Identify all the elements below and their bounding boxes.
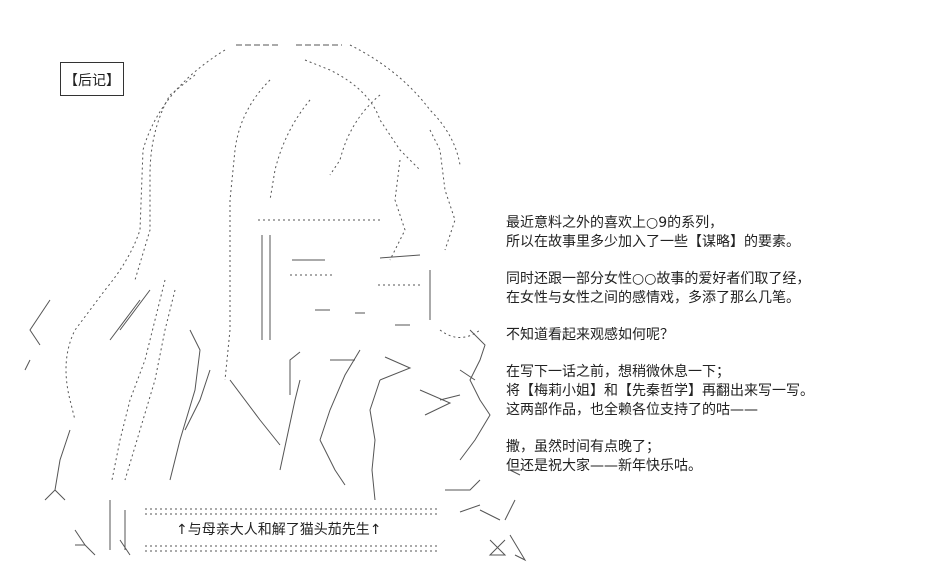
afterword-notes: 最近意料之外的喜欢上○9的系列， 所以在故事里多少加入了一些【谋略】的要素。 同… [506,214,814,476]
note-line: 这两部作品，也全赖各位支持了的咕—— [506,402,758,418]
note-line: 在女性与女性之间的感情戏，多添了那么几笔。 [506,290,800,306]
note-line: 将【梅莉小姐】和【先秦哲学】再翻出来写一写。 [506,383,814,399]
note-line: 在写下一话之前，想稍微休息一下； [506,364,730,380]
afterword-title: 【后记】 [64,73,120,89]
note-line: 但还是祝大家——新年快乐咕。 [506,458,702,474]
afterword-title-box: 【后记】 [60,62,124,96]
note-line: 撒，虽然时间有点晚了； [506,439,660,455]
note-line: 不知道看起来观感如何呢？ [506,327,674,343]
note-line: 所以在故事里多少加入了一些【谋略】的要素。 [506,234,800,250]
note-line: 同时还跟一部分女性○○故事的爱好者们取了经， [506,271,811,287]
note-line: 最近意料之外的喜欢上○9的系列， [506,215,724,231]
art-caption: ↑与母亲大人和解了猫头茄先生↑ [176,522,382,538]
